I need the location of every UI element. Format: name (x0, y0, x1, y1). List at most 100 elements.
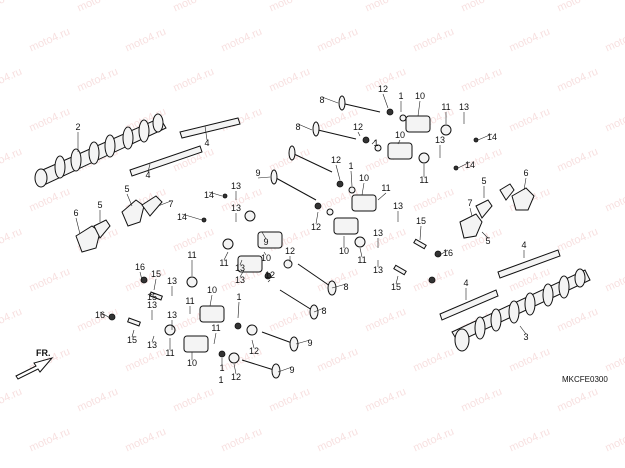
callout-c9b: 9 (263, 237, 268, 247)
callout-c6a: 6 (73, 208, 78, 218)
callout-c10d: 10 (339, 246, 349, 256)
leader-line-c12h (233, 363, 237, 375)
leader-line-c3 (519, 325, 527, 335)
leader-line-c12b (357, 131, 361, 137)
callout-c13j: 13 (167, 276, 177, 286)
leader-line-c7b (469, 207, 473, 217)
callout-c12b: 12 (353, 122, 363, 132)
callout-c9d: 9 (289, 365, 294, 375)
leader-line-c10b (397, 139, 401, 145)
callout-c9a: 9 (255, 168, 260, 178)
callout-c16b: 16 (135, 262, 145, 272)
callout-c15e: 15 (127, 335, 137, 345)
leader-line-c14a (477, 133, 493, 141)
callout-c1a: 1 (398, 91, 403, 101)
callout-c5c: 5 (481, 176, 486, 186)
callout-c11b: 11 (419, 175, 428, 185)
leader-line-c10c (361, 182, 365, 196)
callout-c8c: 8 (343, 282, 348, 292)
callout-c8a: 8 (319, 95, 324, 105)
leader-line-c11i (213, 332, 217, 345)
callout-c10e: 10 (261, 253, 271, 263)
leader-line-c15c (153, 278, 157, 291)
leader-line-c14d (181, 213, 203, 221)
callout-c10f: 10 (207, 285, 217, 295)
leader-line-c9b (261, 231, 267, 240)
camshaft-left (34, 113, 167, 188)
leader-line-c12g (251, 339, 255, 349)
leader-line-c9a (257, 176, 271, 179)
leader-line-c12e (267, 279, 271, 283)
callout-c13c: 13 (231, 181, 241, 191)
leader-line-c4b (147, 163, 151, 173)
leader-line-c16a (437, 249, 449, 257)
callout-c11d: 11 (357, 255, 366, 265)
callout-c15a: 15 (416, 216, 426, 226)
callout-c12a: 12 (378, 84, 388, 94)
rocker-shaft-lower-left (129, 145, 203, 177)
callout-c12d: 12 (311, 222, 321, 232)
leader-line-c14c (208, 191, 223, 197)
callout-c12c: 12 (331, 155, 341, 165)
leader-line-c15d (149, 293, 153, 297)
leader-line-c9c (295, 339, 311, 345)
leader-line-c5a (126, 193, 133, 207)
callout-c1e: 1 (219, 363, 224, 373)
callout-c4c: 4 (521, 240, 526, 250)
callout-c12e: 12 (265, 270, 275, 280)
callout-c13d: 13 (231, 203, 241, 213)
callout-c4b: 4 (145, 170, 150, 180)
callout-c16a: 16 (443, 248, 453, 258)
leader-line-c8d (313, 307, 325, 313)
leader-line-c11e (223, 251, 229, 261)
leader-line-c15b (395, 275, 399, 285)
callout-c11c: 11 (381, 183, 390, 193)
callout-c6b: 6 (523, 168, 528, 178)
callout-c1c: 1 (348, 161, 353, 171)
camshaft-right (451, 268, 591, 352)
callout-c13k: 13 (147, 300, 157, 310)
leader-line-c12c (335, 164, 341, 181)
callout-c7a: 7 (168, 199, 173, 209)
callout-c15b: 15 (391, 282, 401, 292)
callout-c14a: 14 (487, 132, 497, 142)
callout-c10a: 10 (415, 91, 425, 101)
callout-c11g: 11 (185, 296, 194, 306)
callout-c13h: 13 (235, 263, 245, 273)
callout-c13m: 13 (167, 310, 177, 320)
callout-c7b: 7 (467, 198, 472, 208)
catalog-code: MKCFE0300 (562, 375, 608, 384)
callout-c2: 2 (75, 122, 80, 132)
rocker-shaft-lower-right (439, 289, 499, 321)
callout-c14c: 14 (204, 190, 214, 200)
leader-line-c12a (382, 93, 389, 109)
callout-c11a: 11 (441, 102, 450, 112)
leader-line-c1b (371, 139, 377, 145)
leader-line-c12d (315, 211, 319, 225)
callout-c5a: 5 (124, 184, 129, 194)
callout-c13a: 13 (459, 102, 469, 112)
callout-c4d: 4 (463, 278, 468, 288)
leader-line-c13i (239, 269, 245, 278)
callout-c13i: 13 (235, 275, 245, 285)
valve-group-lower (241, 263, 337, 379)
callout-c15d: 15 (147, 292, 157, 302)
valve-group-upper (270, 95, 381, 201)
callout-c11i: 11 (211, 323, 220, 333)
leader-line-c13h (239, 259, 243, 266)
callout-c15c: 15 (151, 269, 161, 279)
callout-c12g: 12 (249, 346, 259, 356)
callout-c1f: 1 (218, 375, 223, 385)
leader-line-c15a (419, 225, 422, 241)
callout-c11h: 11 (165, 348, 174, 358)
callout-c1d: 1 (236, 292, 241, 302)
leader-line-c16b (139, 271, 143, 281)
leader-line-c14b (457, 161, 471, 169)
leader-line-c1c (350, 170, 353, 187)
callout-c3: 3 (523, 332, 528, 342)
leader-line-c8a (321, 96, 339, 104)
front-direction-arrow: FR. (15, 348, 54, 380)
leader-line-c11d (359, 247, 363, 258)
leader-line-c6a (75, 217, 81, 235)
